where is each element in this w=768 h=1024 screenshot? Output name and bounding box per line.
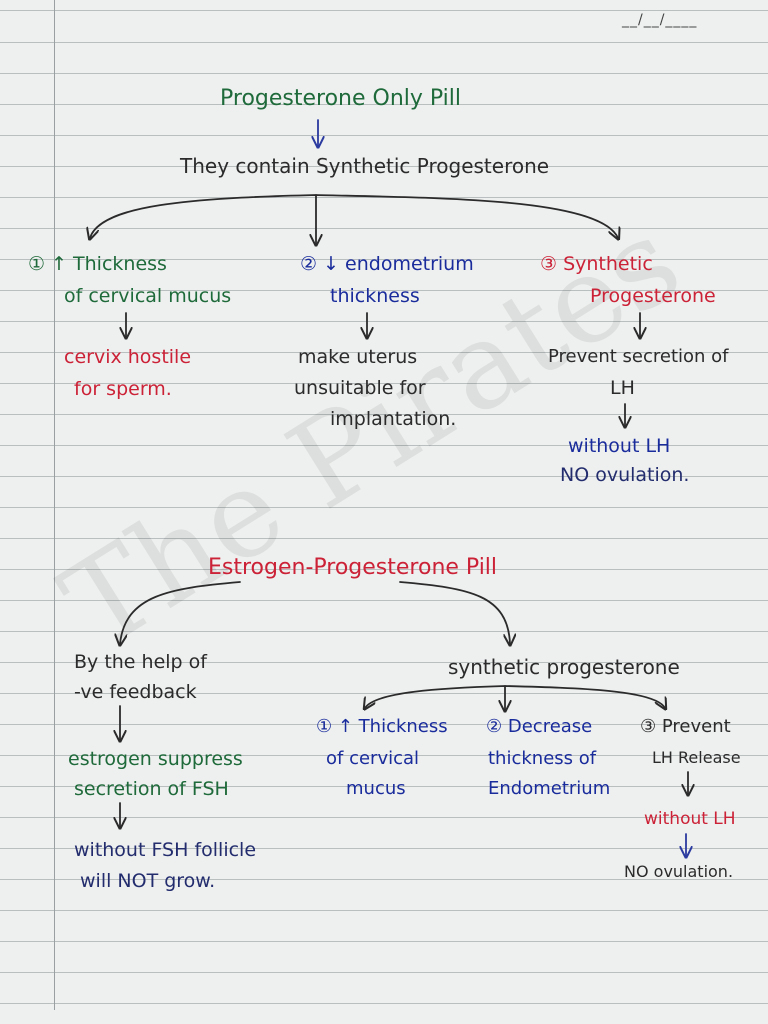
pop-b3-line1: ③ Synthetic	[540, 253, 653, 275]
epp-left-result1: without FSH follicle	[74, 839, 257, 861]
epp-right-b2-line2: thickness of	[488, 748, 597, 769]
pop-title: Progesterone Only Pill	[220, 86, 462, 111]
epp-right-b3-line2: LH Release	[652, 748, 741, 767]
pop-b3-result1: Prevent secretion of	[548, 346, 729, 367]
pop-b3-result2: LH	[610, 377, 635, 399]
epp-right-b2-line1: ② Decrease	[486, 716, 593, 737]
epp-right-b1-line1: ① ↑ Thickness	[316, 716, 448, 737]
brace-epp-left	[120, 581, 241, 644]
date-line: __/__/____	[622, 12, 698, 28]
brace-epp-right	[399, 581, 510, 644]
pop-b3-result3: without LH	[568, 435, 671, 457]
pop-b2-line2: thickness	[330, 285, 420, 307]
pop-b2-result3: implantation.	[330, 408, 457, 430]
epp-right-b3-line1: ③ Prevent	[640, 716, 731, 737]
margin-line	[54, 0, 55, 1010]
pop-b1-result1: cervix hostile	[64, 346, 192, 368]
pop-b3-result4: NO ovulation.	[560, 464, 690, 486]
pop-b3-line2: Progesterone	[590, 285, 716, 307]
pop-b1-result2: for sperm.	[74, 378, 172, 400]
epp-left-line2: -ve feedback	[74, 681, 197, 703]
epp-left-step2: secretion of FSH	[74, 778, 229, 800]
pop-b2-result2: unsuitable for	[294, 377, 426, 399]
epp-title: Estrogen-Progesterone Pill	[208, 555, 498, 580]
brace-epp-sp	[365, 685, 665, 708]
epp-right-b1-line2: of cervical	[326, 748, 420, 769]
pop-subtitle: They contain Synthetic Progesterone	[180, 154, 550, 178]
epp-right-b1-line3: mucus	[346, 778, 406, 799]
epp-right-title: synthetic progesterone	[448, 655, 680, 679]
pop-b2-line1: ② ↓ endometrium	[300, 253, 474, 275]
pop-b1-line1: ① ↑ Thickness	[28, 253, 167, 275]
epp-right-b2-line3: Endometrium	[488, 778, 611, 799]
epp-left-line1: By the help of	[74, 651, 207, 673]
epp-right-b3-line4: NO ovulation.	[624, 862, 734, 881]
epp-right-b3-line3: without LH	[644, 809, 736, 829]
brace-pop	[90, 194, 618, 238]
pop-b2-result1: make uterus	[298, 346, 418, 368]
epp-left-step1: estrogen suppress	[68, 748, 243, 770]
epp-left-result2: will NOT grow.	[80, 870, 216, 892]
pop-b1-line2: of cervical mucus	[64, 285, 232, 307]
